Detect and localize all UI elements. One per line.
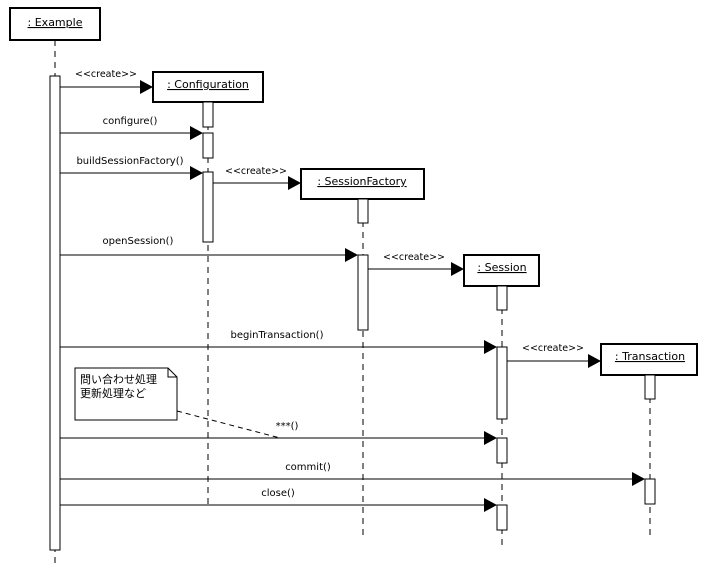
note-line-1: 問い合わせ処理 [80,372,157,386]
message-create-session-factory-label: <<create>> [225,166,287,177]
session-object-label: : Session [477,261,526,274]
message-create-session-factory: <<create>> [213,166,301,190]
example-activation [49,75,61,551]
session-factory-object[interactable]: : SessionFactory [300,168,425,200]
message-configure: configure() [60,116,203,140]
note-box [74,367,178,421]
message-query-update: ***() [60,421,497,445]
session-factory-activation-2 [357,254,369,331]
message-begin-transaction-label: beginTransaction() [231,330,324,341]
session-activation-3 [496,437,508,464]
session-object[interactable]: : Session [463,254,540,287]
message-begin-transaction: beginTransaction() [60,330,497,354]
transaction-object[interactable]: : Transaction [600,343,698,376]
example-object[interactable]: : Example [9,7,101,41]
configuration-object-label: : Configuration [167,78,249,91]
note-link [176,410,281,439]
message-create-transaction: <<create>> [507,343,601,368]
message-open-session-label: openSession() [103,236,174,247]
note-line-2: 更新処理など [80,386,146,400]
message-configure-label: configure() [103,116,158,127]
message-create-session-label: <<create>> [383,252,445,263]
message-build-session-factory: buildSessionFactory() [60,156,203,180]
message-commit-label: commit() [285,462,331,473]
session-activation-4 [496,504,508,531]
transaction-activation-2 [644,478,656,505]
session-activation-2 [496,346,508,420]
configuration-activation-2 [202,132,214,159]
message-create-configuration: <<create>> [60,69,153,94]
configuration-activation-1 [202,101,214,128]
message-close: close() [60,488,497,512]
message-create-configuration-label: <<create>> [75,69,137,80]
session-factory-activation-1 [357,198,369,224]
message-query-update-label: ***() [276,421,299,432]
message-build-session-factory-label: buildSessionFactory() [76,156,183,167]
transaction-activation-1 [644,374,656,400]
message-create-session: <<create>> [368,252,464,276]
message-open-session: openSession() [60,236,358,262]
transaction-object-label: : Transaction [615,350,685,363]
message-close-label: close() [261,488,295,499]
configuration-activation-3 [202,171,214,243]
note: 問い合わせ処理 更新処理など [74,367,281,439]
session-factory-object-label: : SessionFactory [317,175,407,188]
configuration-object[interactable]: : Configuration [152,71,264,103]
message-commit: commit() [60,462,645,486]
session-activation-1 [496,285,508,311]
example-object-label: : Example [28,16,83,29]
message-create-transaction-label: <<create>> [522,343,584,354]
note-fold [167,368,177,378]
